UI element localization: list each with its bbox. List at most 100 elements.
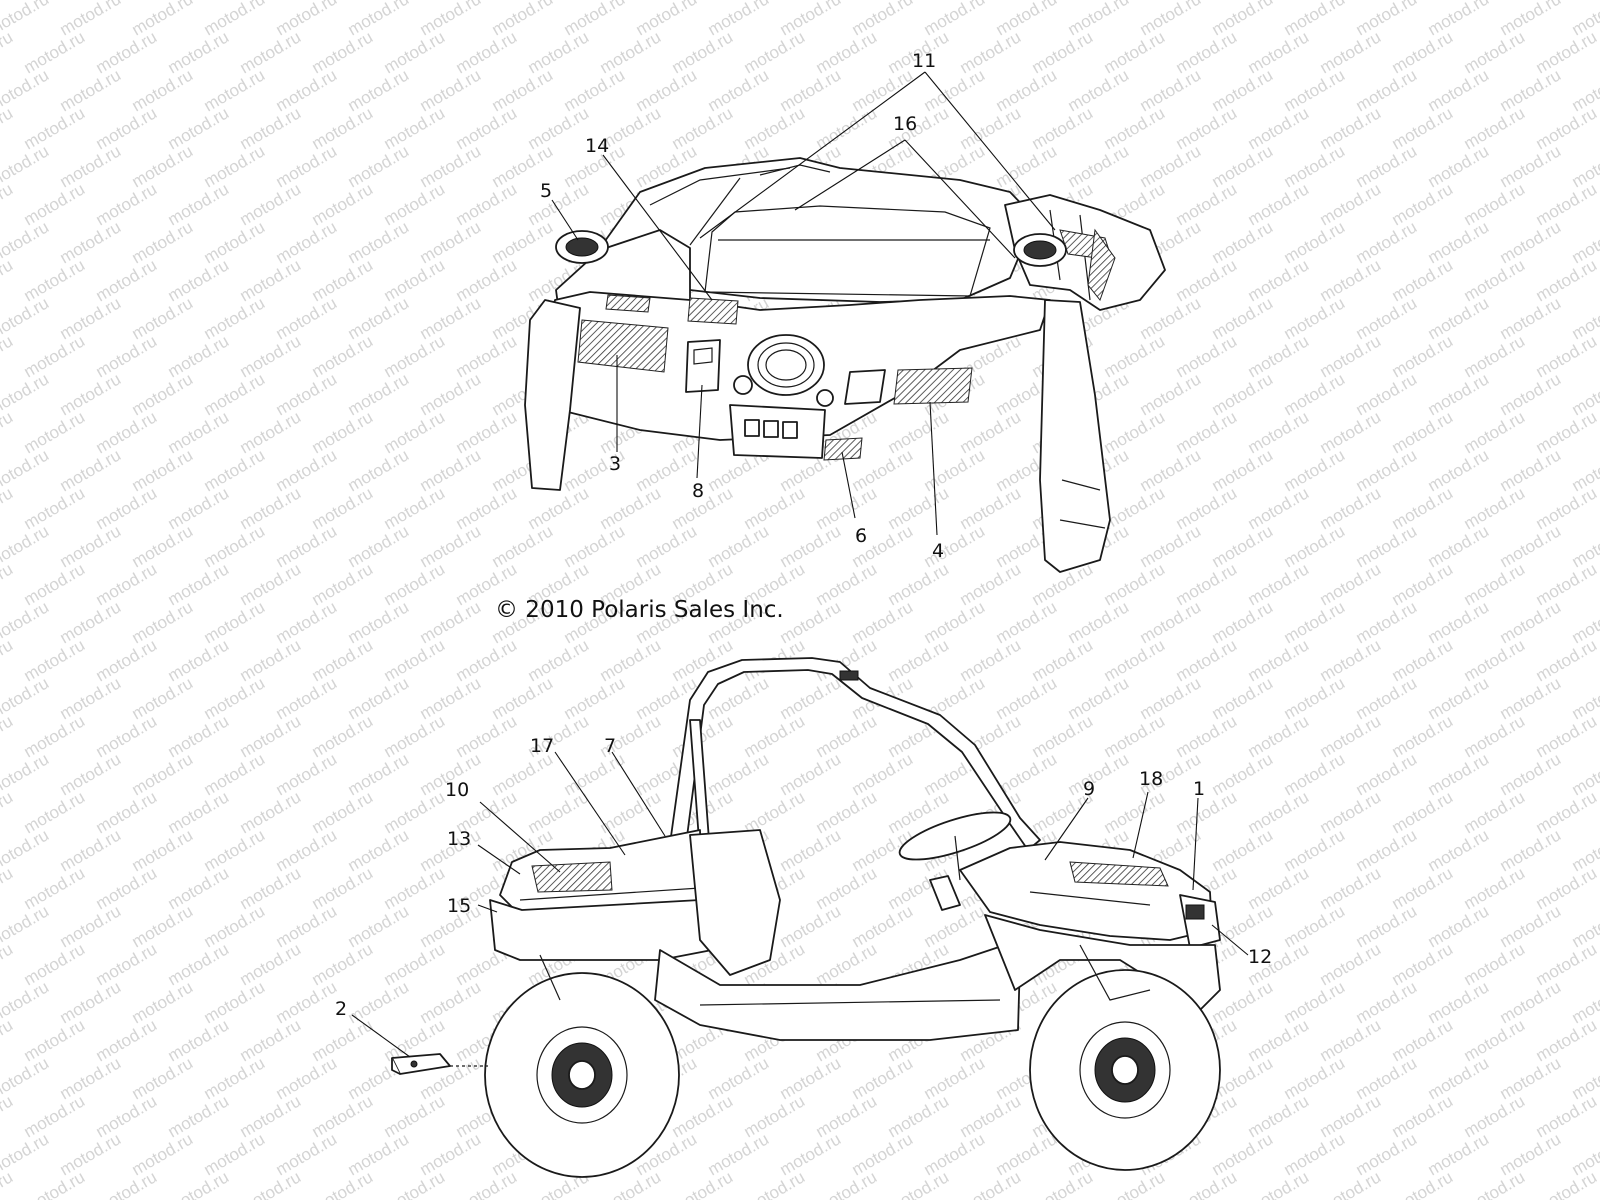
watermark-text: motod.ru [777,1129,845,1179]
watermark-text: motod.ru [1101,103,1169,153]
watermark-text: motod.ru [1173,635,1241,685]
watermark-text: motod.ru [57,597,125,647]
watermark-text: motod.ru [417,521,485,571]
watermark-text: motod.ru [1137,293,1205,343]
watermark-text: motod.ru [777,597,845,647]
watermark-text: motod.ru [1461,939,1529,989]
watermark-text: motod.ru [165,179,233,229]
right-vent [1013,233,1067,267]
watermark-text: motod.ru [705,1129,773,1179]
watermark-text: motod.ru [21,1091,89,1141]
watermark-text: motod.ru [93,179,161,229]
watermark-text: motod.ru [417,1129,485,1179]
watermark-text: motod.ru [57,217,125,267]
watermark-text: motod.ru [741,27,809,77]
watermark-text: motod.ru [993,65,1061,115]
watermark-text: motod.ru [21,711,89,761]
watermark-text: motod.ru [1281,445,1349,495]
watermark-text: motod.ru [1353,977,1421,1027]
watermark-text: motod.ru [1173,787,1241,837]
watermark-text: motod.ru [93,483,161,533]
decal-8-panel [685,339,721,393]
watermark-text: motod.ru [1461,331,1529,381]
speedometer-gauge [747,334,825,396]
watermark-text: motod.ru [1533,635,1600,685]
watermark-text: motod.ru [849,901,917,951]
watermark-text: motod.ru [453,483,521,533]
watermark-text: motod.ru [1425,521,1493,571]
watermark-text: motod.ru [1209,369,1277,419]
watermark-text: motod.ru [309,27,377,77]
watermark-text: motod.ru [921,1129,989,1179]
watermark-text: motod.ru [345,597,413,647]
watermark-text: motod.ru [57,369,125,419]
watermark-text: motod.ru [129,293,197,343]
watermark-text: motod.ru [165,711,233,761]
watermark-text: motod.ru [1245,255,1313,305]
watermark-text: motod.ru [453,255,521,305]
watermark-text: motod.ru [1497,749,1565,799]
watermark-text: motod.ru [1389,1015,1457,1065]
watermark-text: motod.ru [921,901,989,951]
watermark-text: motod.ru [201,977,269,1027]
watermark-text: motod.ru [1461,559,1529,609]
watermark-text: motod.ru [1281,825,1349,875]
watermark-text: motod.ru [741,103,809,153]
watermark-text: motod.ru [1281,1053,1349,1103]
callout-12: 12 [1248,946,1272,968]
watermark-text: motod.ru [381,483,449,533]
watermark-text: motod.ru [1389,863,1457,913]
callout-15: 15 [447,895,471,917]
watermark-text: motod.ru [129,977,197,1027]
dashboard-assembly [524,157,1166,573]
watermark-text: motod.ru [1533,1167,1600,1200]
watermark-text: motod.ru [273,977,341,1027]
watermark-text: motod.ru [309,255,377,305]
watermark-text: motod.ru [813,27,881,77]
watermark-text: motod.ru [1281,521,1349,571]
watermark-text: motod.ru [345,141,413,191]
watermark-text: motod.ru [1029,103,1097,153]
watermark-text: motod.ru [1317,1015,1385,1065]
watermark-text: motod.ru [1533,27,1600,77]
watermark-text: motod.ru [1389,255,1457,305]
watermark-text: motod.ru [1461,635,1529,685]
watermark-text: motod.ru [165,407,233,457]
watermark-text: motod.ru [1533,483,1600,533]
watermark-text: motod.ru [993,597,1061,647]
watermark-text: motod.ru [273,825,341,875]
watermark-text: motod.ru [21,407,89,457]
watermark-text: motod.ru [1065,141,1133,191]
watermark-text: motod.ru [1461,1015,1529,1065]
watermark-text: motod.ru [1137,369,1205,419]
watermark-text: motod.ru [129,369,197,419]
decal-14 [687,297,739,325]
watermark-text: motod.ru [1461,1167,1529,1200]
watermark-text: motod.ru [201,217,269,267]
watermark-text: motod.ru [273,901,341,951]
watermark-text: motod.ru [1533,331,1600,381]
watermark-text: motod.ru [381,787,449,837]
watermark-text: motod.ru [345,673,413,723]
watermark-text: motod.ru [0,0,16,1]
watermark-text: motod.ru [237,711,305,761]
watermark-text: motod.ru [1533,1015,1600,1065]
watermark-text: motod.ru [1497,901,1565,951]
watermark-text: motod.ru [381,863,449,913]
watermark-text: motod.ru [1317,559,1385,609]
watermark-text: motod.ru [813,787,881,837]
watermark-text: motod.ru [0,863,16,913]
watermark-text: motod.ru [0,711,16,761]
watermark-text: motod.ru [1173,711,1241,761]
watermark-text: motod.ru [777,673,845,723]
watermark-text: motod.ru [1209,1129,1277,1179]
watermark-text: motod.ru [525,103,593,153]
watermark-text: motod.ru [1533,179,1600,229]
watermark-text: motod.ru [1461,483,1529,533]
watermark-text: motod.ru [597,635,665,685]
watermark-text: motod.ru [345,293,413,343]
watermark-text: motod.ru [1461,407,1529,457]
watermark-text: motod.ru [0,255,16,305]
watermark-text: motod.ru [57,1053,125,1103]
watermark-text: motod.ru [1533,103,1600,153]
